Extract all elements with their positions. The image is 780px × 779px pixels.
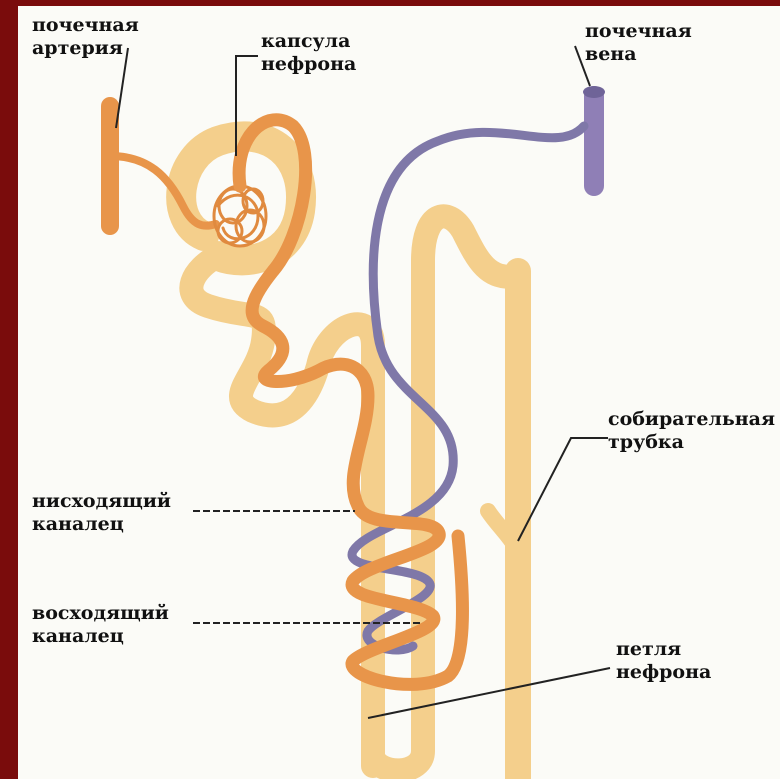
label-descending-tubule: нисходящий каналец bbox=[32, 490, 171, 536]
renal-vein-opening bbox=[583, 86, 605, 98]
label-renal-artery-line1: почечная bbox=[32, 14, 139, 37]
label-descending-tubule-line1: нисходящий bbox=[32, 490, 171, 513]
label-collecting-duct: собирательная трубка bbox=[608, 408, 775, 454]
leader-loop bbox=[368, 668, 610, 718]
label-descending-tubule-line2: каналец bbox=[32, 513, 171, 536]
label-nephron-loop: петля нефрона bbox=[616, 638, 711, 684]
leader-renal-artery bbox=[116, 48, 128, 128]
label-nephron-capsule-line1: капсула bbox=[261, 30, 356, 53]
label-renal-artery: почечная артерия bbox=[32, 14, 139, 60]
leader-collecting-duct bbox=[518, 438, 608, 541]
vein-capillary bbox=[352, 126, 584, 650]
label-ascending-tubule: восходящий каналец bbox=[32, 602, 169, 648]
label-renal-vein: почечная вена bbox=[585, 20, 692, 66]
label-ascending-tubule-line2: каналец bbox=[32, 625, 169, 648]
label-ascending-tubule-line1: восходящий bbox=[32, 602, 169, 625]
glomerulus bbox=[214, 186, 266, 246]
label-renal-vein-line2: вена bbox=[585, 43, 692, 66]
label-nephron-loop-line2: нефрона bbox=[616, 661, 711, 684]
label-renal-vein-line1: почечная bbox=[585, 20, 692, 43]
diagram-panel: почечная артерия капсула нефрона почечна… bbox=[18, 6, 780, 779]
label-nephron-capsule: капсула нефрона bbox=[261, 30, 356, 76]
label-renal-artery-line2: артерия bbox=[32, 37, 139, 60]
label-collecting-duct-line2: трубка bbox=[608, 431, 775, 454]
label-nephron-loop-line1: петля bbox=[616, 638, 711, 661]
nephron-tubule bbox=[181, 136, 518, 779]
label-nephron-capsule-line2: нефрона bbox=[261, 53, 356, 76]
label-collecting-duct-line1: собирательная bbox=[608, 408, 775, 431]
